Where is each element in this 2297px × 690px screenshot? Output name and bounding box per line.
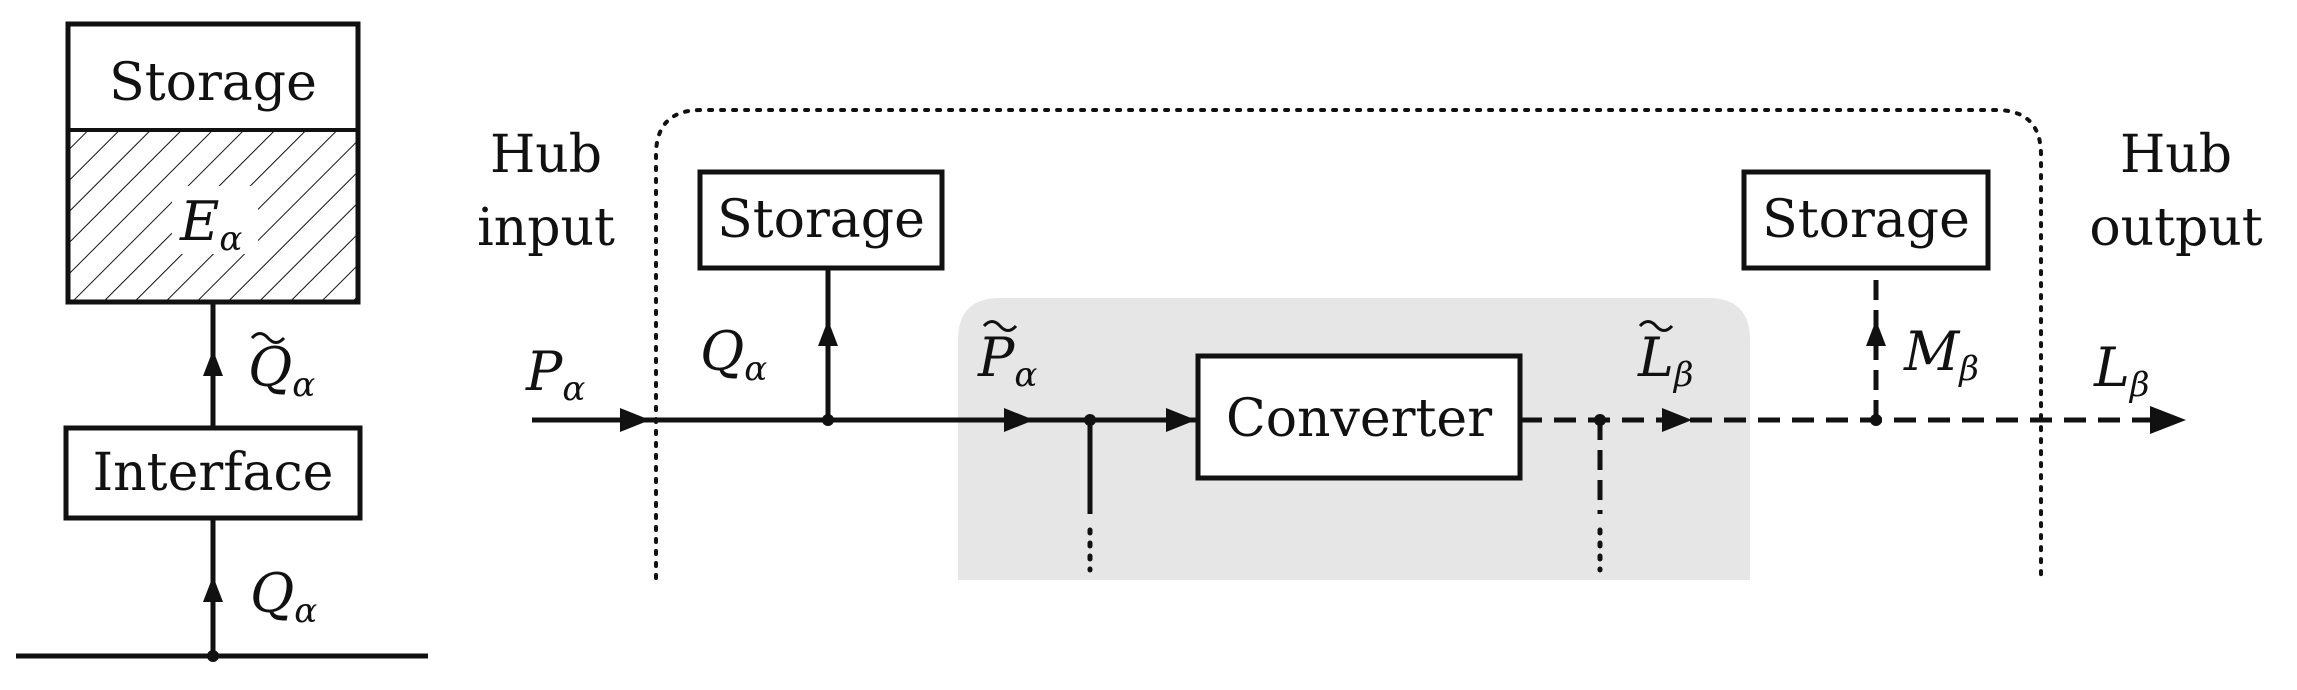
l-tilde-label: Lβ	[1637, 326, 1694, 395]
input-storage-arrow	[818, 320, 838, 346]
converter-feed-arrow	[1166, 408, 1196, 432]
p-label: Pα	[525, 340, 585, 409]
storage-detail-panel: Storage Eα Qα Interface Qα	[16, 21, 428, 662]
energy-hub-panel: Hub input Hub output Storage Storage Con…	[477, 108, 2263, 580]
p-tilde-mark	[982, 320, 1018, 332]
q-arrow	[203, 576, 223, 602]
converter-label: Converter	[1226, 389, 1492, 449]
l-tilde-mark	[1638, 320, 1674, 332]
q-tilde-arrow	[203, 350, 223, 376]
p-tilde-label: Pα	[977, 326, 1037, 395]
interface-box	[63, 425, 363, 521]
q-hub-label: Qα	[700, 320, 767, 389]
q-tilde-label: Qα	[248, 336, 315, 405]
hub-boundary	[654, 108, 2043, 580]
converter-in-arrow	[1004, 408, 1034, 432]
output-storage-arrow	[1866, 320, 1886, 346]
storage-label: Storage	[109, 53, 317, 113]
energy-label: Eα	[179, 190, 242, 259]
l-label: Lβ	[2093, 336, 2150, 405]
converter-box	[1195, 353, 1523, 481]
l-tilde-arrow	[1662, 408, 1692, 432]
output-storage-label: Storage	[1762, 190, 1970, 250]
input-storage-label: Storage	[717, 190, 925, 250]
hub-output-label-line1: Hub	[2120, 125, 2232, 185]
output-arrow	[2150, 406, 2186, 434]
interface-label: Interface	[93, 443, 334, 503]
m-label: Mβ	[1903, 320, 1979, 389]
hub-input-label-line2: input	[477, 198, 615, 258]
hub-output-label-line2: output	[2089, 198, 2262, 258]
hub-input-label-line1: Hub	[490, 125, 602, 185]
tilde-mark	[250, 332, 286, 344]
input-arrow	[620, 408, 650, 432]
output-storage-box	[1741, 169, 1991, 271]
input-storage-box	[697, 169, 945, 271]
q-label: Qα	[250, 562, 317, 631]
